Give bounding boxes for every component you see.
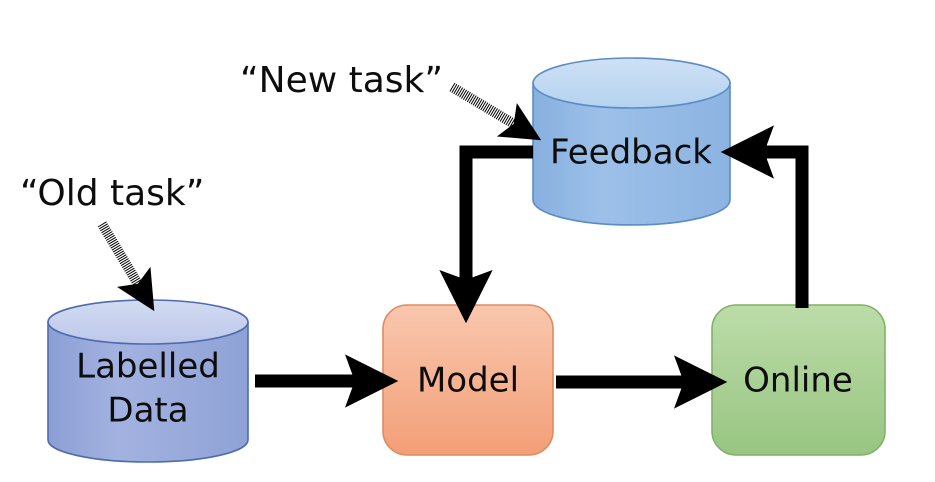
node-labelled-data[interactable]: Labelled Data [47, 299, 249, 463]
node-label-model: Model [417, 361, 519, 401]
cylinder-body-labelled-data [47, 321, 249, 463]
node-label-labelled-data-line1: Labelled [76, 347, 220, 387]
cylinder-body-feedback [532, 82, 731, 226]
connector-old-task-to-labelled-data [97, 221, 155, 312]
cylinder-top-feedback [532, 57, 731, 109]
node-label-labelled-data-line2: Data [107, 391, 188, 431]
cylinder-top-labelled-data [47, 299, 249, 345]
annotation-old-task: “Old task” [20, 173, 204, 214]
node-model[interactable]: Model [382, 304, 554, 456]
connector-new-task-to-feedback [449, 82, 542, 141]
node-label-online: Online [743, 361, 853, 401]
connector-feedback-to-model [439, 145, 533, 324]
connector-online-to-feedback [720, 125, 809, 308]
node-feedback[interactable]: Feedback [532, 57, 731, 226]
node-online[interactable]: Online [711, 304, 886, 456]
node-label-feedback: Feedback [550, 133, 712, 173]
annotation-new-task: “New task” [240, 60, 443, 101]
